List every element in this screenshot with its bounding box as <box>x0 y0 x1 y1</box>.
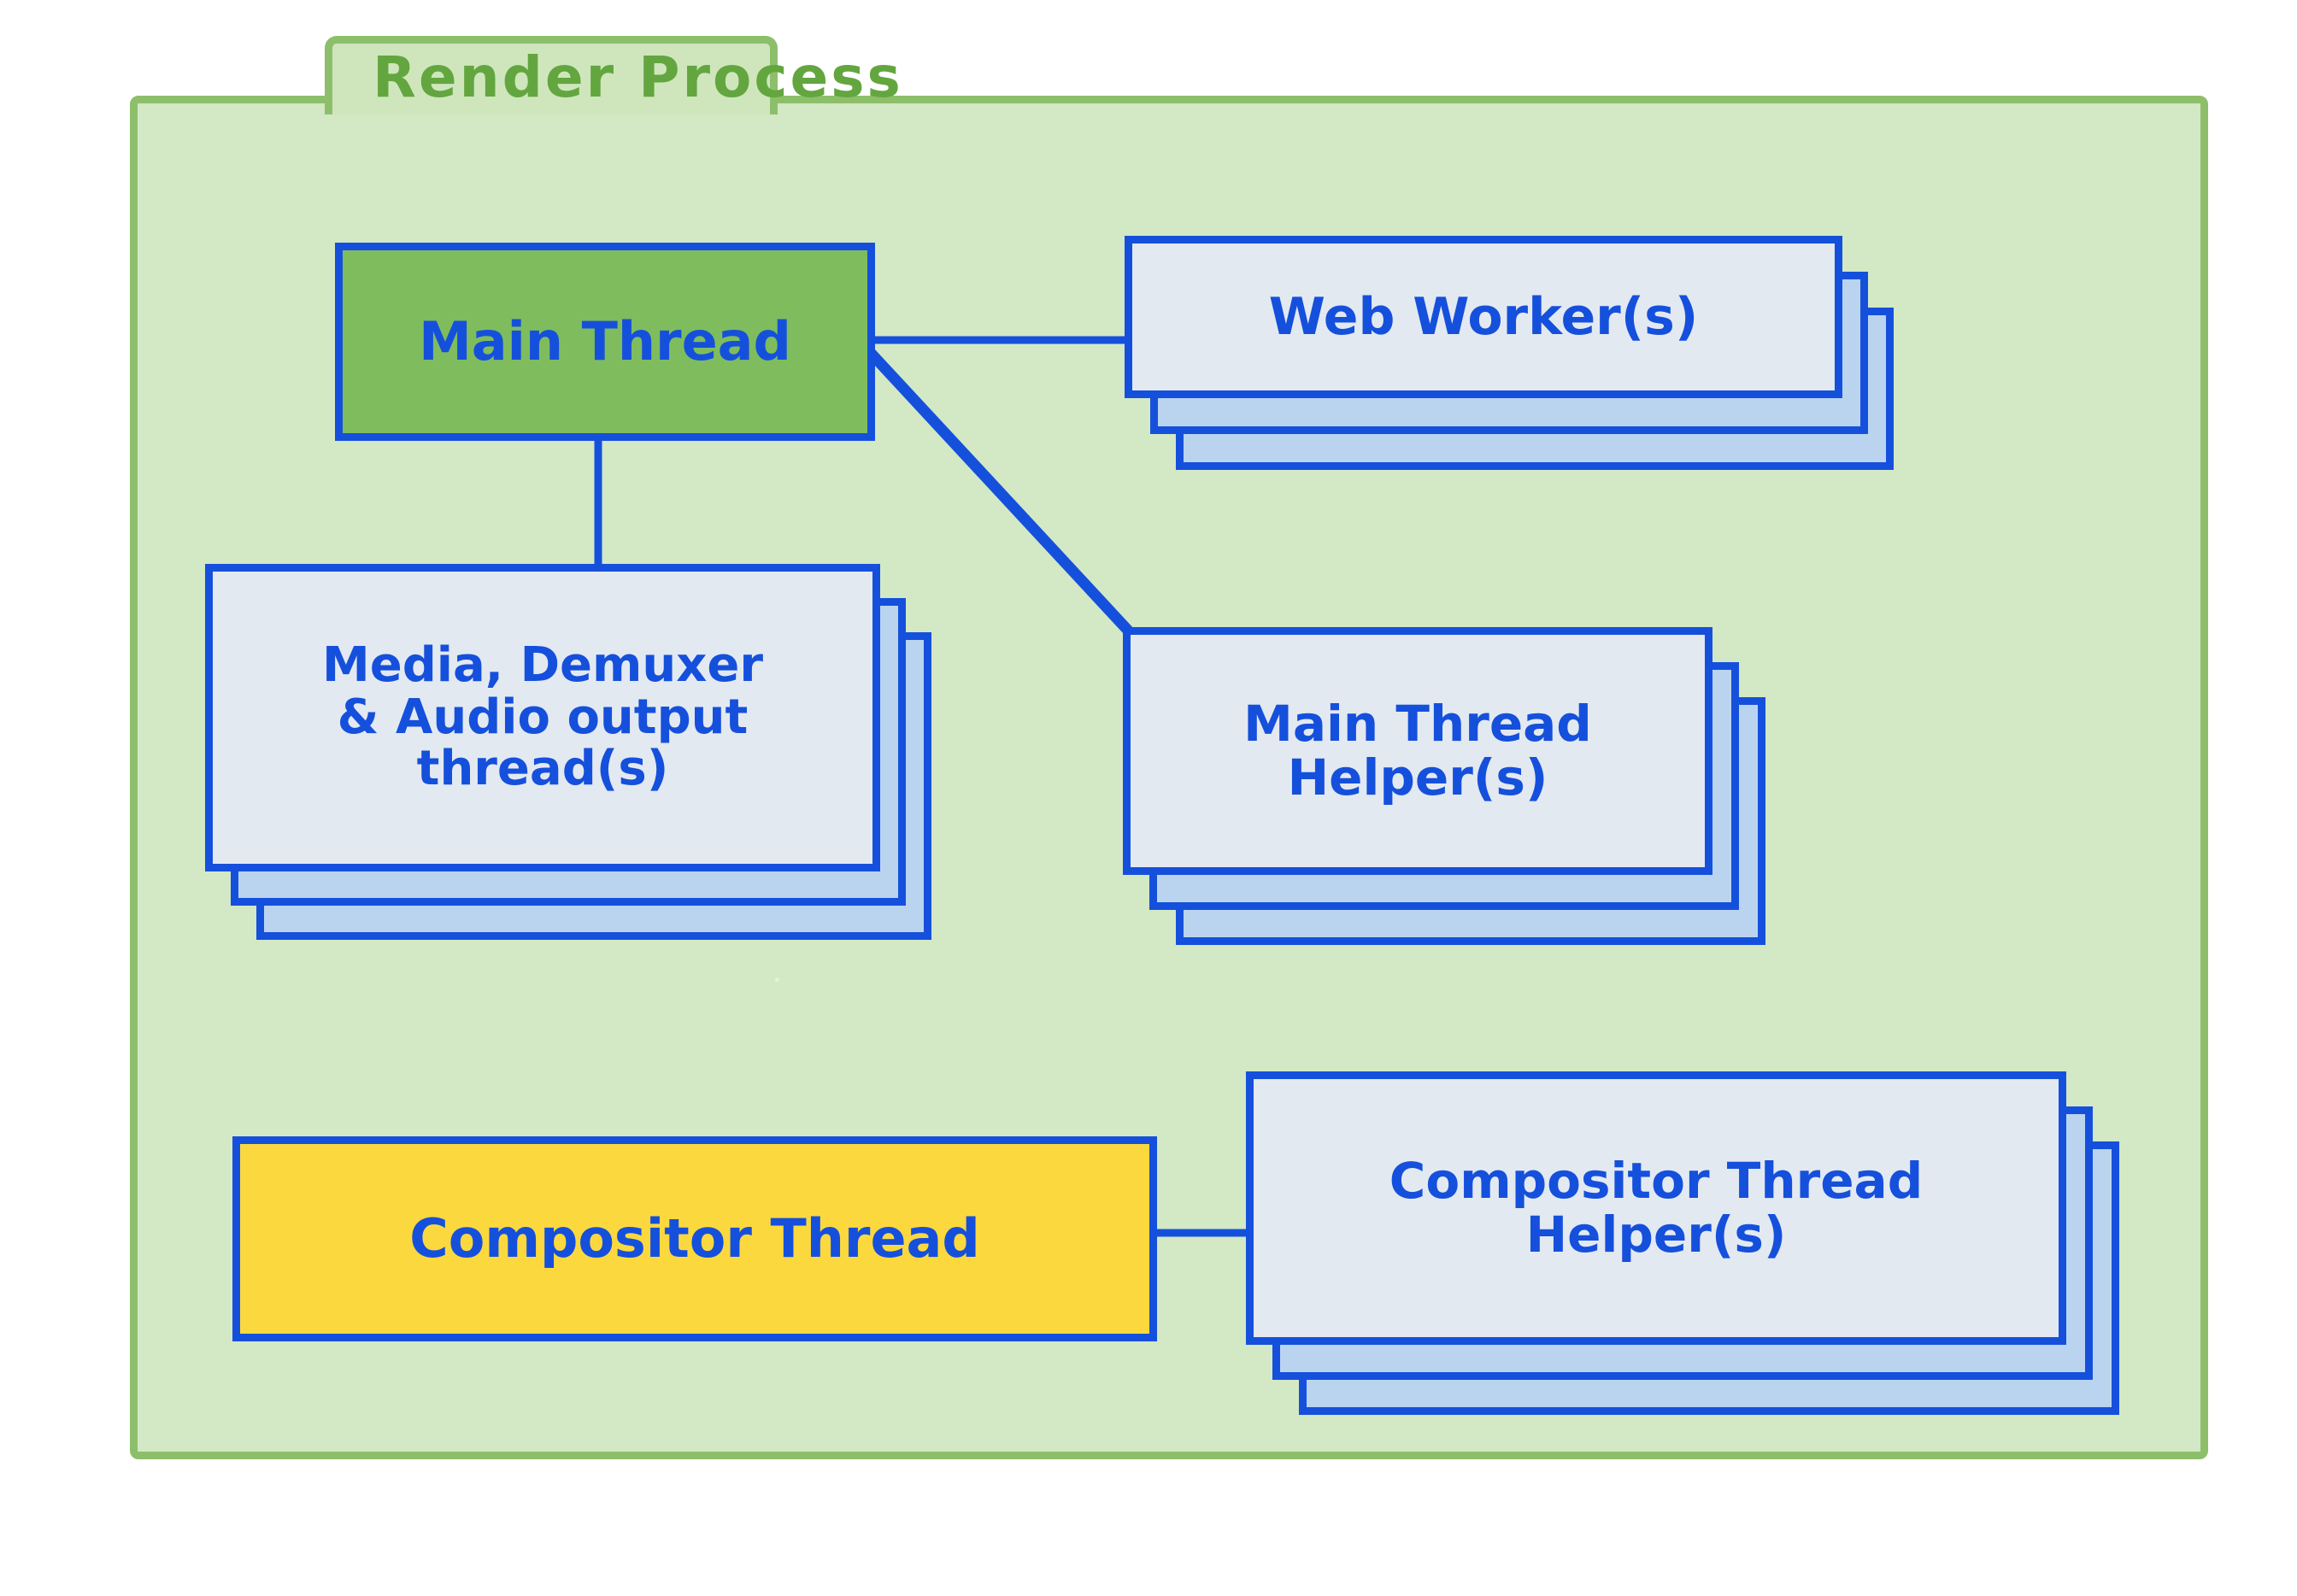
node-main-thread-label: Main Thread <box>419 309 791 373</box>
node-main-thread-helpers-label: Main Thread Helper(s) <box>1243 695 1592 807</box>
node-compositor-thread-helpers-label: Compositor Thread Helper(s) <box>1389 1152 1924 1264</box>
node-main-thread-helpers-sheet-front[interactable]: Main Thread Helper(s) <box>1123 627 1712 875</box>
node-web-workers-label: Web Worker(s) <box>1268 286 1699 347</box>
node-main-thread-helpers[interactable]: Main Thread Helper(s) <box>1123 627 1789 960</box>
node-compositor-thread-helpers-sheet-front[interactable]: Compositor Thread Helper(s) <box>1246 1071 2066 1345</box>
node-compositor-thread-label: Compositor Thread <box>409 1206 980 1270</box>
node-media-demuxer-audio[interactable]: Media, Demuxer & Audio output thread(s) <box>205 564 957 957</box>
process-title: Render Process <box>373 44 903 110</box>
process-folder-tab <box>325 36 778 114</box>
node-media-demuxer-audio-label: Media, Demuxer & Audio output thread(s) <box>322 637 763 797</box>
node-compositor-thread[interactable]: Compositor Thread <box>232 1136 1157 1341</box>
node-web-workers[interactable]: Web Worker(s) <box>1125 236 1911 492</box>
node-web-workers-sheet-front[interactable]: Web Worker(s) <box>1125 236 1842 398</box>
node-compositor-thread-helpers[interactable]: Compositor Thread Helper(s) <box>1246 1071 2160 1430</box>
node-main-thread[interactable]: Main Thread <box>335 243 875 441</box>
node-media-demuxer-audio-sheet-front[interactable]: Media, Demuxer & Audio output thread(s) <box>205 564 880 871</box>
